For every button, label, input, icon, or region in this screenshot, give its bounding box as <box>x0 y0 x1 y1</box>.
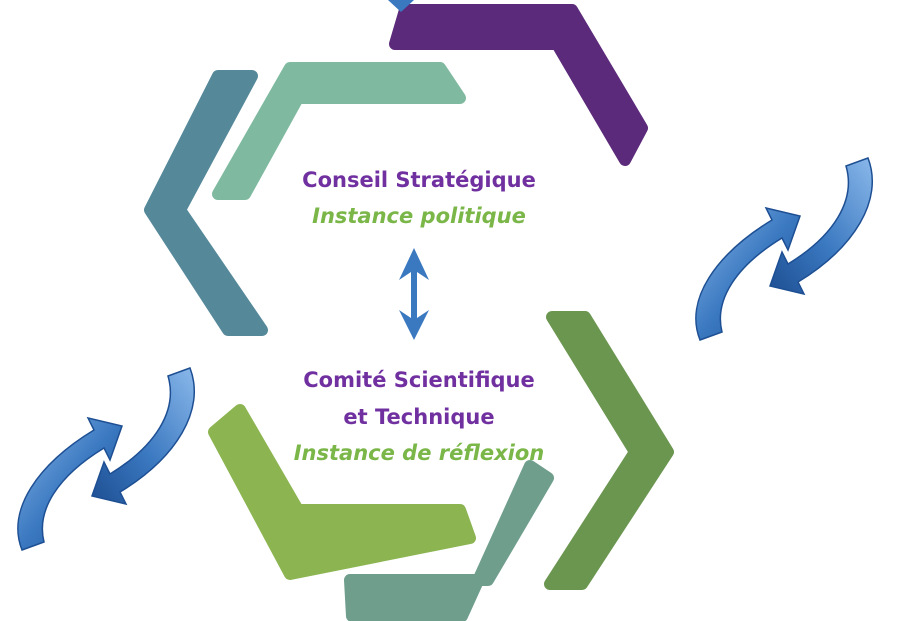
green-right-segment <box>544 311 674 590</box>
purple-top-right-segment <box>389 4 648 166</box>
et-technique-title: et Technique <box>343 405 495 429</box>
exchange-arrows-right-icon <box>695 157 873 341</box>
green-light-bottom-left-segment <box>208 404 476 580</box>
teal-outer-left-segment <box>144 70 268 336</box>
instance-de-reflexion-subtitle: Instance de réflexion <box>293 441 545 465</box>
sage-bottom-segment <box>344 460 554 621</box>
double-headed-arrow-icon <box>399 248 429 340</box>
top-arrow-tip-icon <box>388 0 414 12</box>
exchange-arrows-left-icon <box>17 367 195 551</box>
comite-scientifique-title: Comité Scientifique <box>303 368 535 392</box>
conseil-strategique-title: Conseil Stratégique <box>302 168 536 192</box>
teal-inner-top-segment <box>212 62 466 200</box>
instance-politique-subtitle: Instance politique <box>312 204 526 228</box>
